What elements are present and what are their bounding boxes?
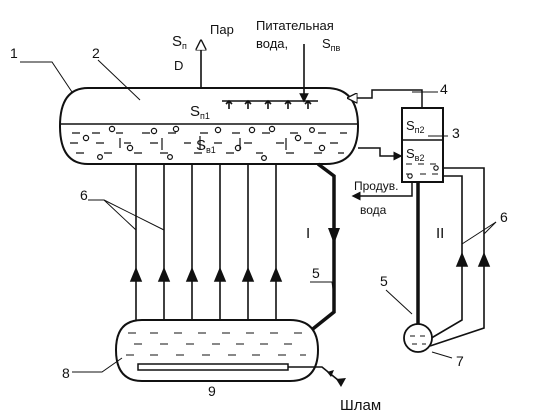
drum-steam-symbol: Sп1 xyxy=(190,103,210,121)
label-5-main: 5 xyxy=(312,265,320,281)
drum-water-symbol: Sв1 xyxy=(196,137,216,155)
label-5-cyclone: 5 xyxy=(380,273,388,289)
feedwater-label-line1: Питательная xyxy=(256,18,334,33)
label-3: 3 xyxy=(452,125,460,141)
steam-symbol: Sп xyxy=(172,33,187,51)
lower-drum xyxy=(114,319,320,382)
feedwater-symbol: Sпв xyxy=(322,36,341,53)
label-7: 7 xyxy=(456,353,464,369)
blowdown-label-line2: вода xyxy=(360,203,387,217)
label-6-left: 6 xyxy=(80,187,88,203)
label-9: 9 xyxy=(208,383,216,399)
sludge-label: Шлам xyxy=(340,397,381,414)
leader-lines xyxy=(20,59,497,373)
cyclone-steam-return xyxy=(352,89,423,108)
blowdown-label-line1: Продув. xyxy=(354,179,398,193)
sludge-pipe xyxy=(137,363,289,371)
drum-water-texture xyxy=(70,125,347,162)
label-6-right: 6 xyxy=(500,209,508,225)
main-downcomer xyxy=(302,162,340,338)
riser-tubes-group xyxy=(129,164,283,320)
circuit-one-label: I xyxy=(306,225,310,242)
cyclone-steam-symbol: Sп2 xyxy=(406,118,425,135)
circuit-two-label: II xyxy=(436,225,444,242)
label-8: 8 xyxy=(62,365,70,381)
cyclone-riser-tubes xyxy=(427,167,491,347)
upper-drum xyxy=(58,87,360,165)
cyclone-water-symbol: Sв2 xyxy=(406,146,424,163)
label-4: 4 xyxy=(440,81,448,97)
drum-to-cyclone-transfer xyxy=(358,147,403,161)
flow-symbol: D xyxy=(174,58,183,73)
steam-label: Пар xyxy=(210,22,234,37)
blowdown-line xyxy=(351,182,413,201)
feedwater-label-line2: вода, xyxy=(256,36,288,51)
label-2: 2 xyxy=(92,45,100,61)
small-collector xyxy=(403,323,433,353)
sludge-outlet xyxy=(288,366,346,387)
label-1: 1 xyxy=(10,45,18,61)
